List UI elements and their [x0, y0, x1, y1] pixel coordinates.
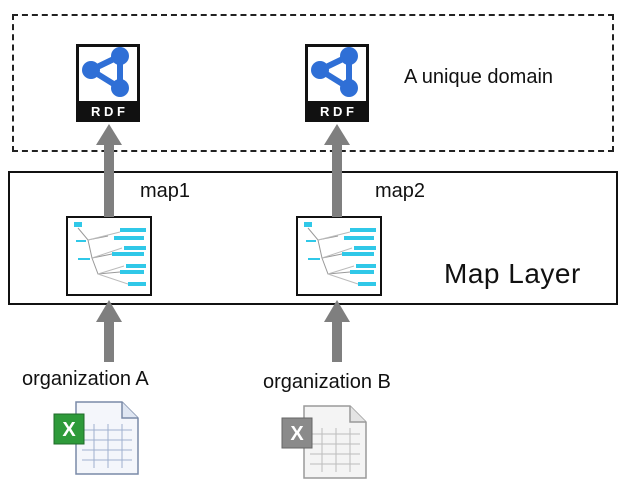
- organization-a-label: organization A: [22, 368, 149, 390]
- map-layer-box: [8, 171, 618, 305]
- arrow-up-icon: [96, 124, 122, 217]
- excel-spreadsheet-gray-icon: X: [280, 404, 370, 480]
- arrow-up-icon: [324, 300, 350, 362]
- svg-text:X: X: [62, 419, 76, 441]
- organization-b-label: organization B: [263, 371, 391, 393]
- rdf-text: R D F: [320, 104, 354, 119]
- svg-text:X: X: [290, 423, 304, 445]
- mind-map-thumbnail-icon: [296, 216, 382, 296]
- unique-domain-box: [12, 14, 614, 152]
- mind-map-thumbnail-icon: [66, 216, 152, 296]
- map2-label: map2: [375, 180, 426, 202]
- arrow-up-icon: [96, 300, 122, 362]
- map1-label: map1: [140, 180, 191, 202]
- map-layer-label: Map Layer: [444, 258, 581, 289]
- rdf-text: R D F: [91, 104, 125, 119]
- rdf-graph-icon: R D F: [76, 44, 140, 122]
- arrow-up-icon: [324, 124, 350, 217]
- excel-spreadsheet-icon: X: [52, 400, 142, 476]
- rdf-graph-icon: R D F: [305, 44, 369, 122]
- domain-label: A unique domain: [404, 66, 554, 88]
